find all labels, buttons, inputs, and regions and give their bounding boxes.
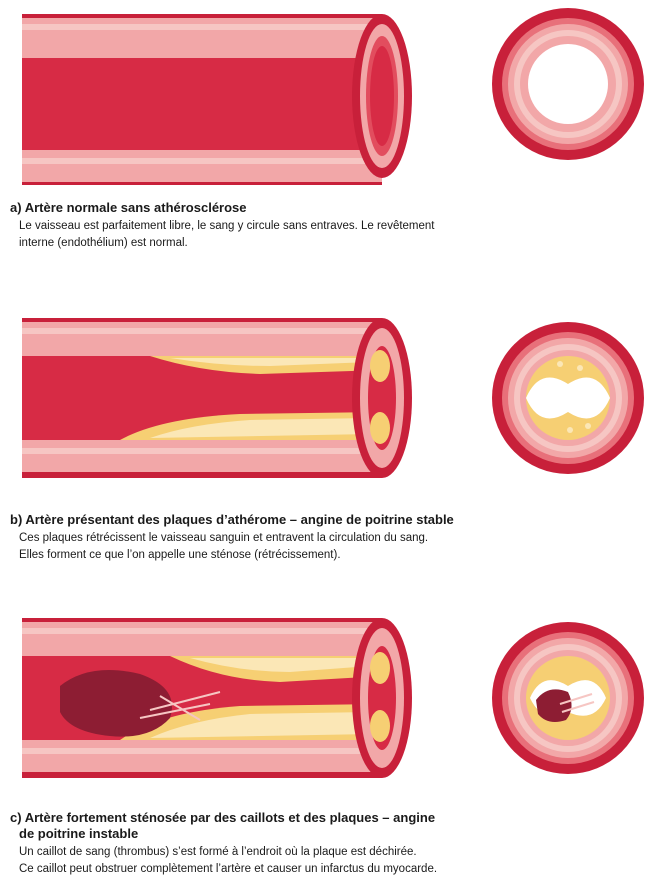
stable-angina-illustration (0, 300, 670, 500)
plaque-artery-cross-section (492, 322, 644, 474)
clot-artery-cross-section (492, 622, 644, 774)
panel-c-title: c) Artère fortement sténosée par des cai… (10, 810, 650, 842)
panel-c-description: Un caillot de sang (thrombus) s’est form… (19, 844, 650, 878)
plaque-artery-longitudinal (22, 318, 412, 478)
panel-b-description: Ces plaques rétrécissent le vaisseau san… (19, 530, 650, 564)
panel-b: b) Artère présentant des plaques d’athér… (0, 300, 670, 590)
panel-a-title: a) Artère normale sans athérosclérose (10, 200, 650, 216)
panel-c: c) Artère fortement sténosée par des cai… (0, 600, 670, 890)
panel-a: a) Artère normale sans athérosclérose Le… (0, 0, 670, 270)
normal-artery-longitudinal (22, 14, 412, 185)
clot-artery-longitudinal (22, 618, 412, 778)
normal-artery-cross-section (492, 8, 644, 160)
panel-a-description: Le vaisseau est parfaitement libre, le s… (19, 218, 650, 252)
unstable-angina-illustration (0, 600, 670, 800)
panel-b-title: b) Artère présentant des plaques d’athér… (10, 512, 650, 528)
normal-artery-illustration (0, 0, 670, 185)
